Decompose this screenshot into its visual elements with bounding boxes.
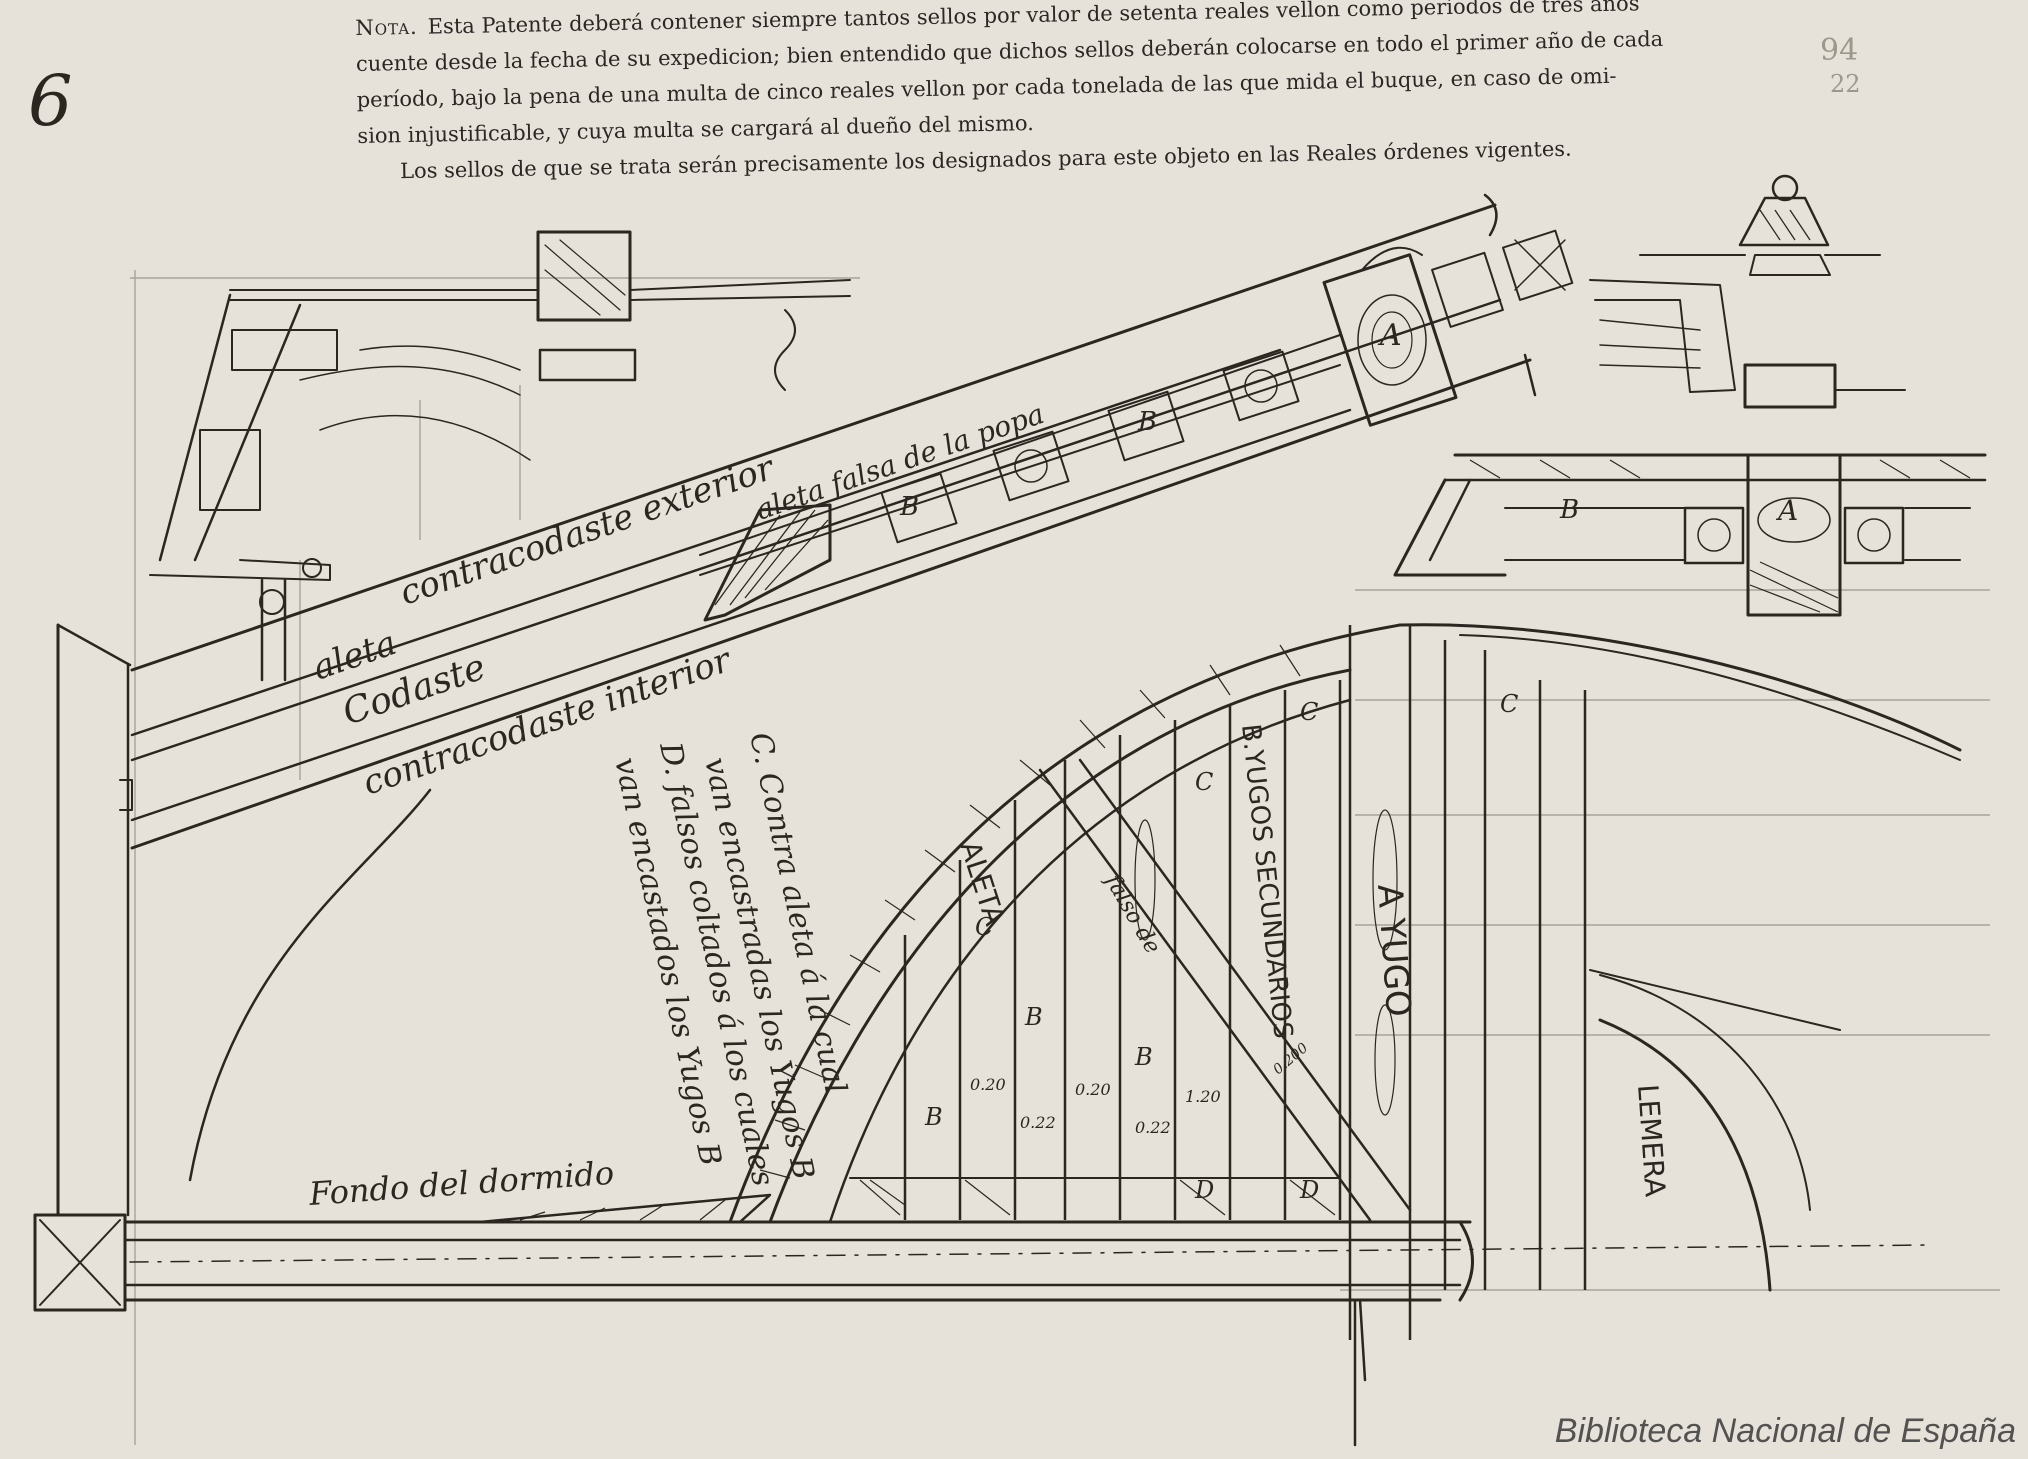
letter-b-3: B [924,1103,943,1131]
dim-2: 0.20 [1075,1080,1111,1099]
letter-c-2: C [1500,690,1518,718]
pencil-number-2: 22 [1830,70,1861,98]
label-yugos-secundarios: B.YUGOS SECUNDARIOS [1235,723,1298,1040]
pencil-guides [130,270,2000,1445]
left-frame [56,623,432,1217]
letter-b-2: B [1134,1043,1153,1071]
label-lemera: LEMERA [1631,1083,1672,1198]
letter-c-4: C [975,913,993,941]
dim-4: 0.22 [1135,1118,1171,1137]
letter-c-3: C [1195,768,1213,796]
library-watermark: Biblioteca Nacional de España [1554,1412,2016,1450]
letter-a-block: A [1377,318,1402,353]
upper-right-detail [1393,174,1987,617]
stern-elevation [33,623,1962,1447]
label-fondo: Fondo del dormido [307,1154,615,1213]
letter-b-plan: B [1559,495,1579,525]
label-yugo: A YUGO [1369,883,1418,1018]
letter-c-1: C [1300,698,1318,726]
dim-3: 0.22 [1020,1113,1056,1132]
dim-5: 1.20 [1185,1087,1221,1106]
letter-b-band: B [1137,407,1157,437]
letter-b-band-2: B [899,492,919,522]
label-contracodaste-exterior: contracodaste exterior [395,447,780,613]
codaste-band [130,193,1574,850]
letter-d-2: D [1299,1176,1319,1204]
folio-number: 6 [28,60,73,142]
letter-a-plan: A [1775,494,1798,527]
letter-d-1: D [1194,1176,1214,1204]
upper-left-detail [149,230,851,682]
dim-1: 0.20 [970,1075,1006,1094]
pencil-number: 94 [1820,33,1858,68]
letter-b-1: B [1024,1003,1043,1031]
